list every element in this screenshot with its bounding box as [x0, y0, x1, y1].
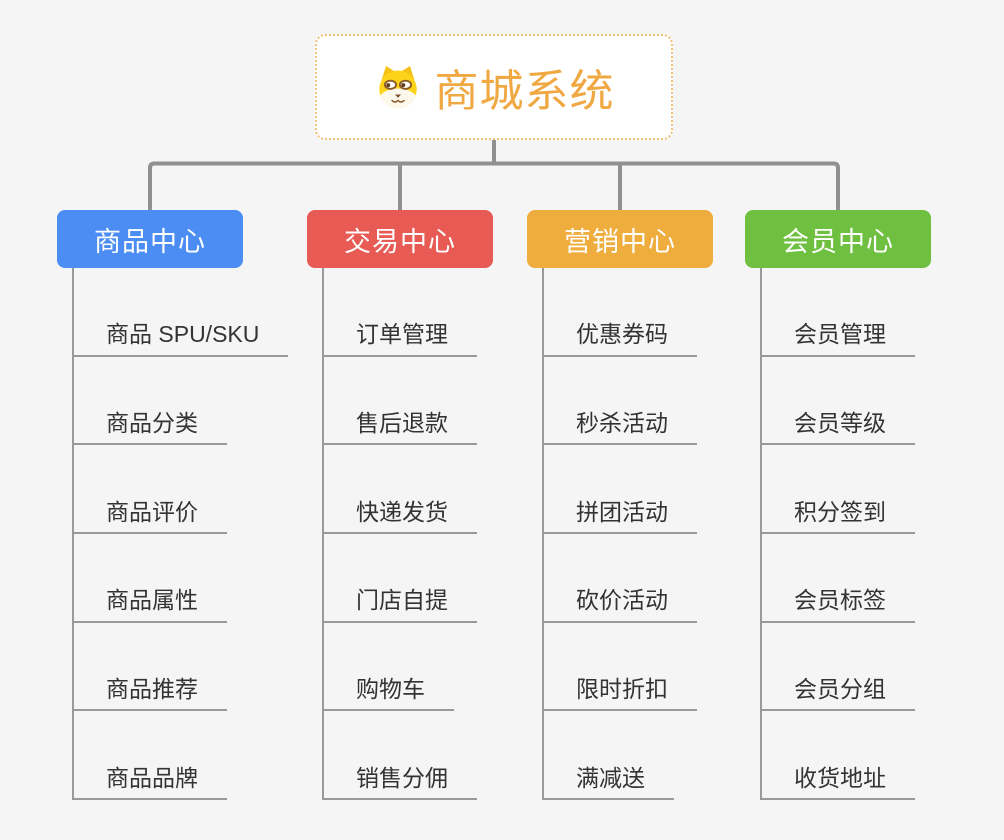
- branch-product-center: 商品中心 商品 SPU/SKU 商品分类 商品评价 商品属性 商品推荐 商品品牌: [57, 210, 312, 801]
- mindmap-node[interactable]: 快递发货: [324, 445, 562, 535]
- mindmap-node[interactable]: 秒杀活动: [544, 357, 782, 446]
- mindmap-node[interactable]: 积分签到: [762, 445, 1000, 535]
- shiba-dog-icon: [374, 63, 422, 111]
- mindmap-node[interactable]: 商品属性: [74, 534, 312, 623]
- branch-items-trade-center: 订单管理 售后退款 快递发货 门店自提 购物车 销售分佣: [322, 268, 562, 801]
- mindmap-node[interactable]: 购物车: [324, 623, 562, 712]
- branch-label: 会员中心: [782, 226, 894, 257]
- branch-marketing-center: 营销中心 优惠券码 秒杀活动 拼团活动 砍价活动 限时折扣 满减送: [527, 210, 782, 801]
- mindmap-node[interactable]: 商品 SPU/SKU: [74, 268, 312, 357]
- mindmap-node[interactable]: 售后退款: [324, 357, 562, 446]
- mindmap-node[interactable]: 会员分组: [762, 623, 1000, 712]
- branch-label: 交易中心: [344, 226, 456, 257]
- mindmap-node[interactable]: 会员标签: [762, 534, 1000, 623]
- branch-label: 营销中心: [564, 226, 676, 257]
- mindmap-node[interactable]: 砍价活动: [544, 534, 782, 623]
- branch-member-center: 会员中心 会员管理 会员等级 积分签到 会员标签 会员分组 收货地址: [745, 210, 1000, 801]
- mindmap-node[interactable]: 满减送: [544, 711, 782, 801]
- branch-header-product-center[interactable]: 商品中心: [57, 210, 243, 268]
- branch-label: 商品中心: [94, 226, 206, 257]
- branch-items-marketing-center: 优惠券码 秒杀活动 拼团活动 砍价活动 限时折扣 满减送: [542, 268, 782, 801]
- branch-header-member-center[interactable]: 会员中心: [745, 210, 931, 268]
- branch-items-product-center: 商品 SPU/SKU 商品分类 商品评价 商品属性 商品推荐 商品品牌: [72, 268, 312, 801]
- branch-items-member-center: 会员管理 会员等级 积分签到 会员标签 会员分组 收货地址: [760, 268, 1000, 801]
- root-title: 商城系统: [434, 67, 615, 116]
- mindmap-node[interactable]: 优惠券码: [544, 268, 782, 357]
- mindmap-node[interactable]: 限时折扣: [544, 623, 782, 712]
- root-node[interactable]: 商城系统: [315, 34, 673, 140]
- mindmap-node[interactable]: 门店自提: [324, 534, 562, 623]
- mindmap-node[interactable]: 商品分类: [74, 357, 312, 446]
- mindmap-node[interactable]: 销售分佣: [324, 711, 562, 801]
- mindmap-node[interactable]: 会员管理: [762, 268, 1000, 357]
- mindmap-node[interactable]: 商品品牌: [74, 711, 312, 801]
- mindmap-node[interactable]: 商品推荐: [74, 623, 312, 712]
- branch-header-marketing-center[interactable]: 营销中心: [527, 210, 713, 268]
- mindmap-node[interactable]: 订单管理: [324, 268, 562, 357]
- mindmap-node[interactable]: 会员等级: [762, 357, 1000, 446]
- mindmap-node[interactable]: 商品评价: [74, 445, 312, 535]
- mindmap-node[interactable]: 拼团活动: [544, 445, 782, 535]
- branch-header-trade-center[interactable]: 交易中心: [307, 210, 493, 268]
- branch-trade-center: 交易中心 订单管理 售后退款 快递发货 门店自提 购物车 销售分佣: [307, 210, 562, 801]
- mindmap-node[interactable]: 收货地址: [762, 711, 1000, 801]
